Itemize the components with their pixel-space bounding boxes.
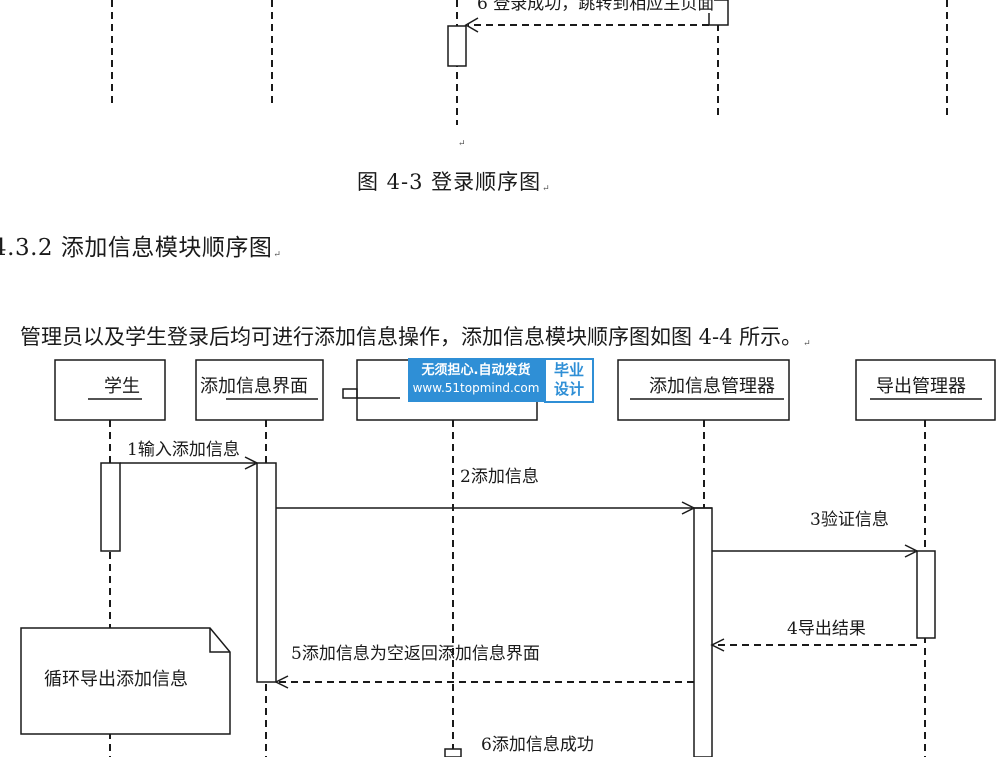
lifeline-label-add-ui: 添加信息界面 — [200, 376, 308, 397]
head-box-add-ui — [195, 359, 324, 421]
activation-student — [100, 462, 121, 552]
top-activation-a — [447, 25, 467, 67]
msg2-label: 2添加信息 — [460, 467, 539, 487]
msg3-label: 3验证信息 — [810, 510, 889, 530]
msg1-arrow — [244, 456, 259, 470]
figure-caption-4-3: 图 4-3 登录顺序图↵ — [357, 170, 551, 194]
activation-export-manager — [916, 550, 936, 639]
watermark-logo: 无须担心.自动发货 www.51topmind.com 毕业 设计 — [408, 358, 594, 403]
top-msg6-arrow — [464, 17, 479, 33]
msg1-label: 1输入添加信息 — [127, 440, 240, 460]
top-msg6-label: 6 登录成功，跳转到相应主页面 — [477, 0, 715, 13]
note-text: 循环导出添加信息 — [44, 669, 188, 690]
lifeline-label-export-manager: 导出管理器 — [876, 376, 966, 397]
body-paragraph: 管理员以及学生登录后均可进行添加信息操作，添加信息模块顺序图如图 4-4 所示。… — [20, 325, 811, 349]
activation-add-manager — [693, 507, 713, 757]
watermark-badge: 毕业 设计 — [544, 358, 594, 403]
activation-add-ui — [256, 462, 277, 683]
msg4-arrow — [710, 638, 725, 652]
watermark-url: www.51topmind.com — [412, 381, 540, 395]
msg6-label: 6添加信息成功 — [481, 735, 594, 755]
paragraph-mark: ↵ — [458, 139, 466, 149]
activation-middle — [444, 748, 462, 757]
msg5-label: 5添加信息为空返回添加信息界面 — [291, 644, 540, 664]
watermark-slogan: 无须担心.自动发货 — [421, 363, 531, 378]
note-box — [20, 627, 231, 735]
msg5-arrow — [274, 675, 289, 689]
lifeline-label-student: 学生 — [104, 376, 140, 397]
head-box-middle-tab — [342, 388, 358, 399]
section-heading: 4.3.2 添加信息模块顺序图↵ — [0, 235, 282, 261]
note-fold — [209, 628, 230, 653]
lifeline-label-add-manager: 添加信息管理器 — [649, 376, 775, 397]
msg4-label: 4导出结果 — [787, 619, 866, 639]
msg3-arrow — [904, 544, 919, 558]
